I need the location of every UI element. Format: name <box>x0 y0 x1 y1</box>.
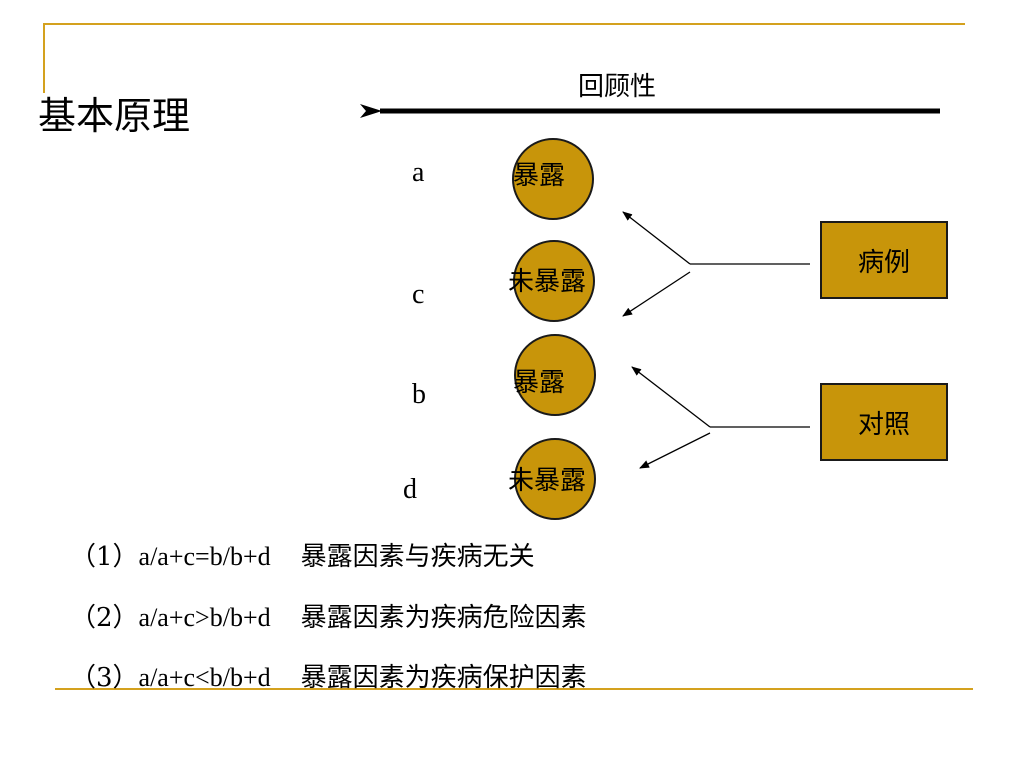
circle-label-d: 未暴露 <box>508 466 587 496</box>
exposed-circle-b <box>514 334 596 416</box>
group-letter-c: c <box>412 279 425 310</box>
page-title: 基本原理 <box>38 94 191 138</box>
control-arrow-to-d <box>639 432 711 469</box>
group-letter-b: b <box>412 379 426 410</box>
control-box-label: 对照 <box>857 409 910 440</box>
case-box-label: 病例 <box>857 247 910 278</box>
control-box: 对照 <box>820 383 948 461</box>
rule-1-number: （1） <box>70 542 139 572</box>
rule-1: （1）a/a+c=b/b+d 暴露因素与疾病无关 <box>70 540 535 574</box>
rule-3-number: （3） <box>70 663 139 693</box>
group-letter-a: a <box>412 157 425 188</box>
rule-2-number: （2） <box>70 603 139 633</box>
rule-1-text: 暴露因素与疾病无关 <box>300 542 535 572</box>
rule-3: （3）a/a+c<b/b+d 暴露因素为疾病保护因素 <box>70 661 587 695</box>
frame-bottom-line <box>55 688 973 690</box>
unexposed-circle-d <box>514 438 596 520</box>
rule-1-formula: a/a+c=b/b+d <box>138 542 271 571</box>
retrospective-label: 回顾性 <box>578 72 657 102</box>
rule-2-formula: a/a+c>b/b+d <box>138 603 271 632</box>
case-arrow-to-c <box>622 271 691 317</box>
group-letter-d: d <box>403 474 417 505</box>
control-arrow-to-b <box>631 366 711 428</box>
case-box: 病例 <box>820 221 948 299</box>
rule-2-text: 暴露因素为疾病危险因素 <box>300 603 587 633</box>
unexposed-circle-c <box>513 240 595 322</box>
frame-left-line <box>43 23 45 93</box>
rule-3-text: 暴露因素为疾病保护因素 <box>300 663 587 693</box>
exposed-circle-a <box>512 138 594 220</box>
rule-3-formula: a/a+c<b/b+d <box>138 663 271 692</box>
circle-label-b: 暴露 <box>513 368 566 398</box>
frame-top-line <box>43 23 965 25</box>
case-arrow-to-a <box>622 211 691 265</box>
circle-label-c: 未暴露 <box>508 267 587 297</box>
rule-2: （2）a/a+c>b/b+d 暴露因素为疾病危险因素 <box>70 601 587 635</box>
circle-label-a: 暴露 <box>513 161 566 191</box>
